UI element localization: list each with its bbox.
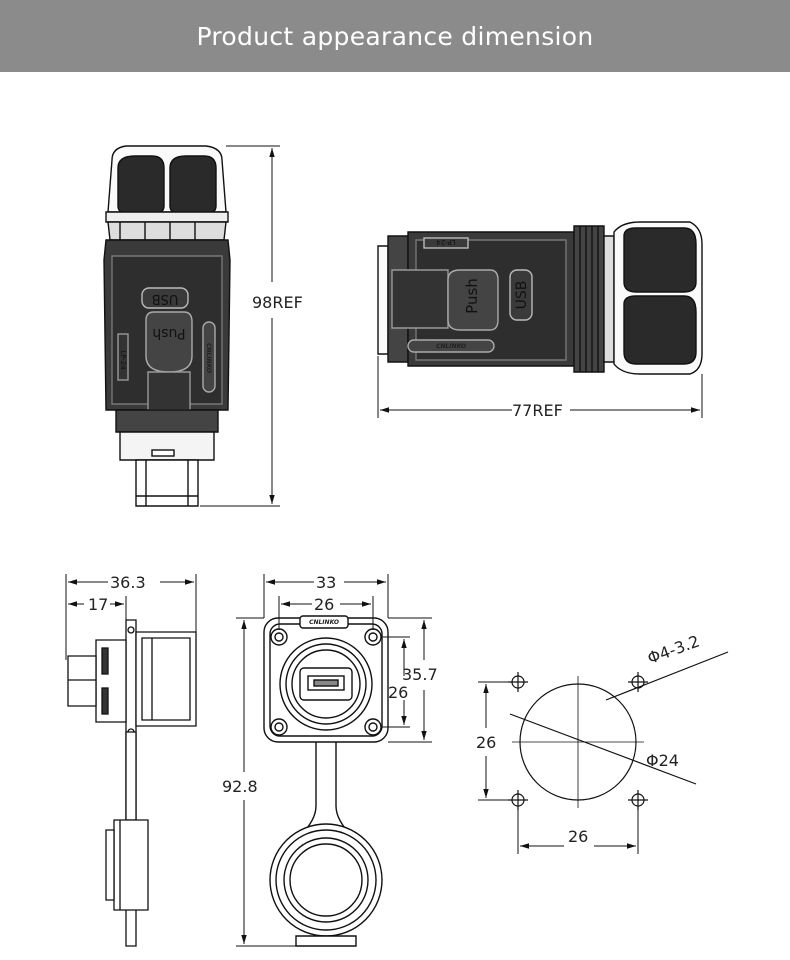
side-depth-dimension	[65, 574, 197, 660]
usb-label-horizontal: USB	[514, 281, 530, 310]
brand-logo-vertical: CNLINKO	[205, 343, 212, 373]
cutout-vertical-label: 26	[476, 733, 496, 752]
height-ref-label: 98REF	[252, 293, 303, 312]
cutout-dia-label: Φ24	[646, 751, 679, 770]
page-title: Product appearance dimension	[196, 21, 594, 51]
push-label: Push	[152, 325, 185, 341]
front-hole-width-label: 26	[314, 595, 334, 614]
cutout-dimensions	[478, 681, 639, 854]
length-ref-label: 77REF	[512, 401, 563, 420]
length-dimension	[377, 356, 703, 418]
cutout-horizontal-label: 26	[568, 827, 588, 846]
side-flange-label: 17	[88, 595, 108, 614]
height-dimension	[200, 145, 280, 507]
panel-cutout-view	[508, 651, 729, 810]
front-outer-height-label: 35.7	[402, 665, 438, 684]
model-label: LP-24	[119, 350, 127, 370]
usb-label: USB	[152, 291, 179, 306]
model-label-horizontal: LP-24	[436, 238, 456, 246]
front-dimensions	[236, 574, 432, 947]
header-banner: Product appearance dimension	[0, 0, 790, 72]
socket-side-view	[67, 619, 197, 947]
total-height-label: 92.8	[222, 777, 258, 796]
front-hole-height-label: 26	[388, 683, 408, 702]
front-outer-width-label: 33	[316, 573, 336, 592]
cutout-hole-dia-label: Φ4-3.2	[645, 631, 702, 667]
brand-logo-horizontal: CNLINKO	[436, 343, 466, 350]
plug-horizontal-view	[377, 221, 703, 375]
push-label-horizontal: Push	[463, 278, 481, 314]
plug-vertical-view	[103, 145, 231, 507]
socket-front-view	[263, 615, 389, 947]
side-depth-label: 36.3	[110, 573, 146, 592]
brand-logo-front: CNLINKO	[309, 619, 339, 626]
